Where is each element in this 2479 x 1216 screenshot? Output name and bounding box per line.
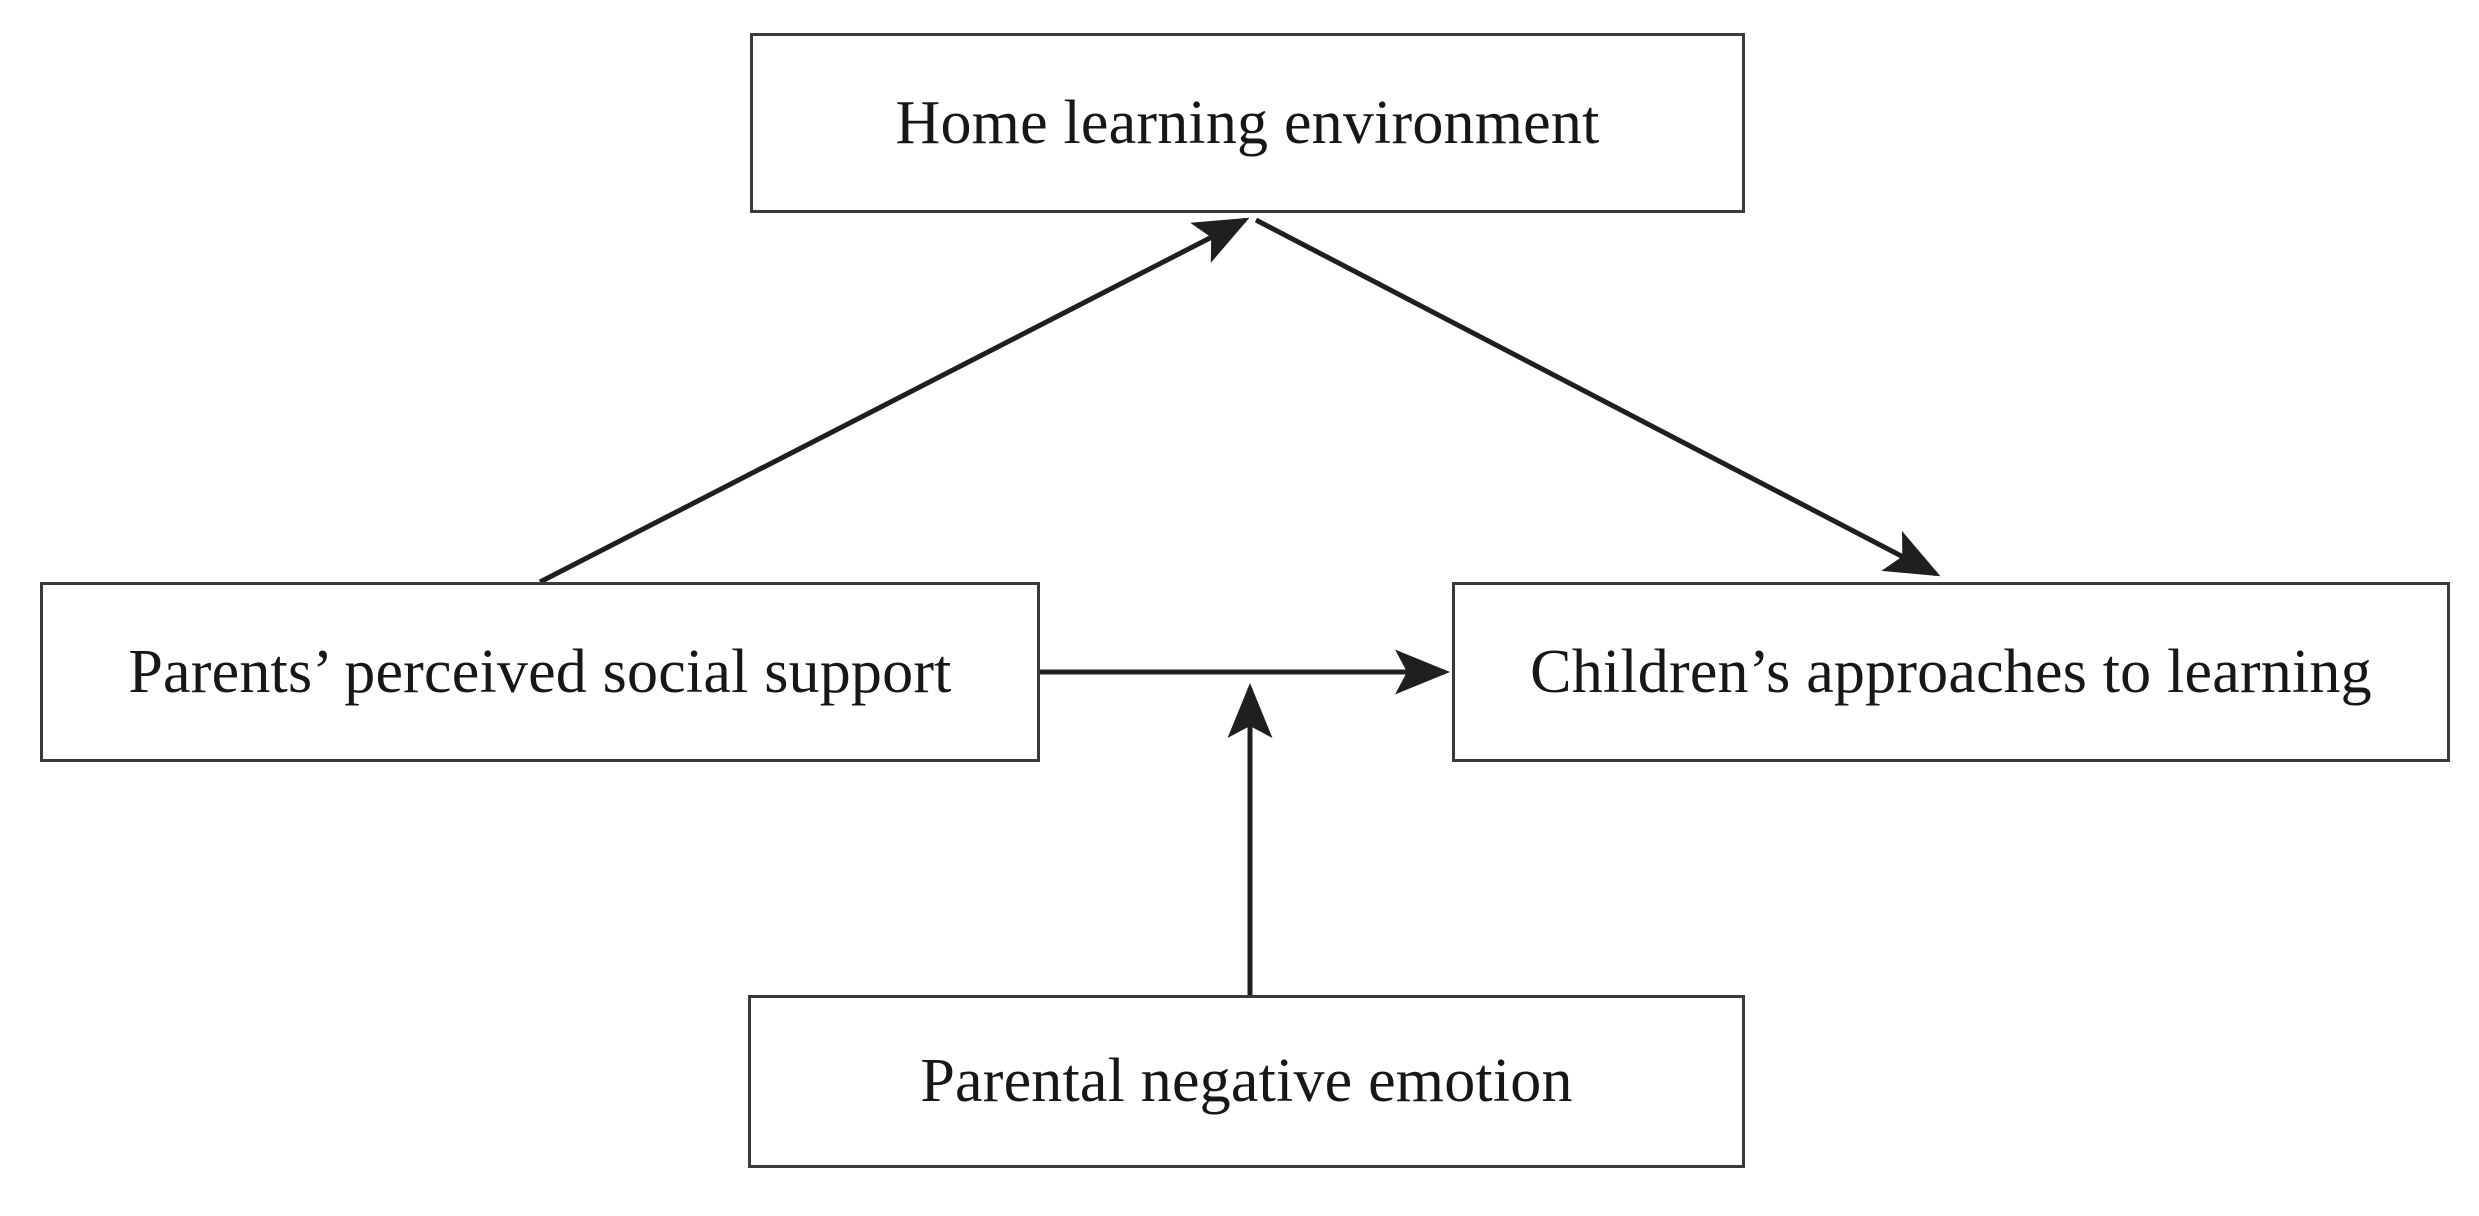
edge-support-to-home-learning — [538, 217, 1250, 585]
node-home-learning-environment: Home learning environment — [750, 33, 1745, 213]
node-label: Parents’ perceived social support — [128, 637, 952, 706]
node-childrens-approaches-to-learning: Children’s approaches to learning — [1452, 582, 2450, 762]
node-label: Children’s approaches to learning — [1530, 637, 2372, 706]
edge-home-learning-to-approaches — [1254, 217, 1941, 577]
node-parental-negative-emotion: Parental negative emotion — [748, 995, 1745, 1168]
node-label: Home learning environment — [895, 88, 1600, 157]
node-label: Parental negative emotion — [920, 1047, 1573, 1116]
node-parents-perceived-social-support: Parents’ perceived social support — [40, 582, 1040, 762]
